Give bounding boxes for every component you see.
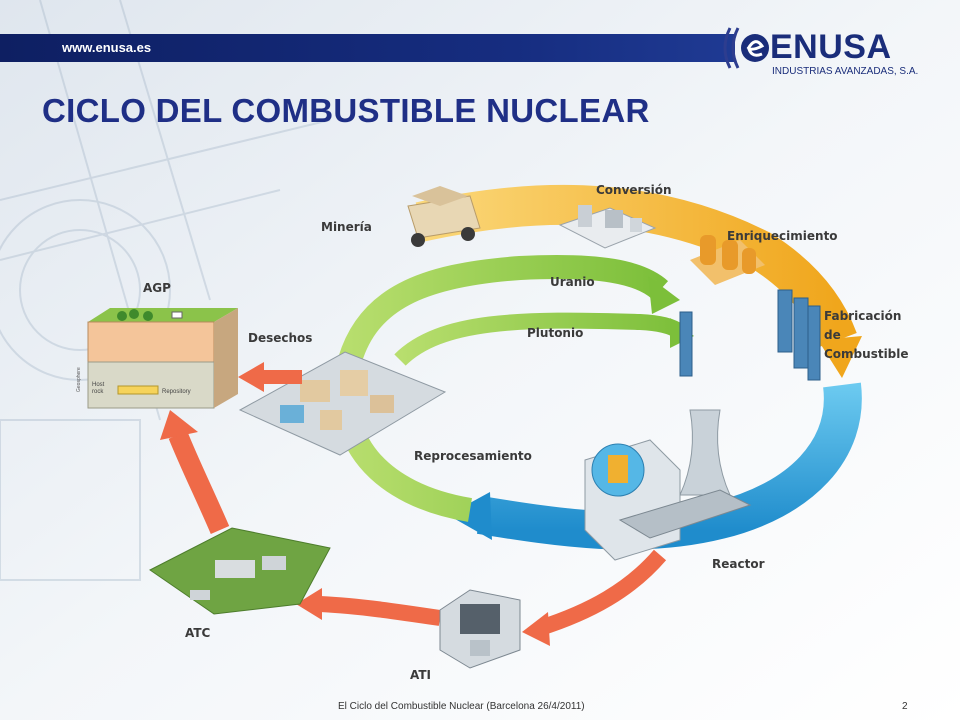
enusa-logo-icon [723, 27, 769, 69]
label-uranio: Uranio [550, 275, 595, 289]
label-agp: AGP [143, 281, 171, 295]
green-cycle-arrow [333, 254, 694, 522]
label-reactor: Reactor [712, 557, 765, 571]
label-atc: ATC [185, 626, 211, 640]
red-arrow-desechos [238, 362, 302, 392]
header-bar [0, 34, 735, 62]
enrichment-plant-icon [690, 235, 765, 285]
website-url[interactable]: www.enusa.es [62, 40, 152, 55]
reprocessing-plant-icon [238, 351, 447, 456]
conversion-plant-icon [558, 205, 657, 249]
label-plutonio: Plutonio [527, 326, 583, 340]
fuel-assembly-icon [679, 289, 821, 381]
red-arrow-atc-to-agp [160, 410, 230, 534]
atc-facility-icon [149, 527, 331, 615]
yellow-cycle-arrow [415, 184, 862, 378]
logo-name: ENUSA [770, 28, 892, 66]
label-host-rock-2: rock [92, 389, 104, 395]
label-reprocesamiento: Reprocesamiento [414, 449, 532, 463]
label-ati: ATI [410, 668, 431, 682]
label-host-rock-1: Host [92, 382, 105, 388]
label-desechos: Desechos [248, 331, 312, 345]
label-enriquecimiento: Enriquecimiento [727, 229, 838, 243]
logo-subtitle: INDUSTRIAS AVANZADAS, S.A. [772, 66, 919, 77]
agp-repository-icon [87, 308, 238, 409]
page-number: 2 [902, 701, 908, 712]
red-arrow-reactor-to-ati [522, 549, 667, 646]
label-mineria: Minería [321, 220, 372, 234]
red-arrow-ati-to-atc [296, 588, 442, 626]
label-conversion: Conversión [596, 183, 672, 197]
blue-cycle-arrow [448, 382, 862, 550]
page-title: CICLO DEL COMBUSTIBLE NUCLEAR [42, 92, 650, 129]
label-repository: Repository [162, 389, 191, 395]
reactor-plant-icon [584, 409, 752, 561]
label-geosphere: Geosphere [76, 367, 82, 392]
label-fabricacion-1: Fabricación [824, 309, 901, 323]
mining-truck-icon [407, 186, 481, 247]
label-fabricacion-2: de [824, 328, 841, 342]
label-fabricacion-3: Combustible [824, 347, 909, 361]
ati-storage-icon [439, 589, 521, 669]
footer-caption: El Ciclo del Combustible Nuclear (Barcel… [338, 701, 585, 712]
